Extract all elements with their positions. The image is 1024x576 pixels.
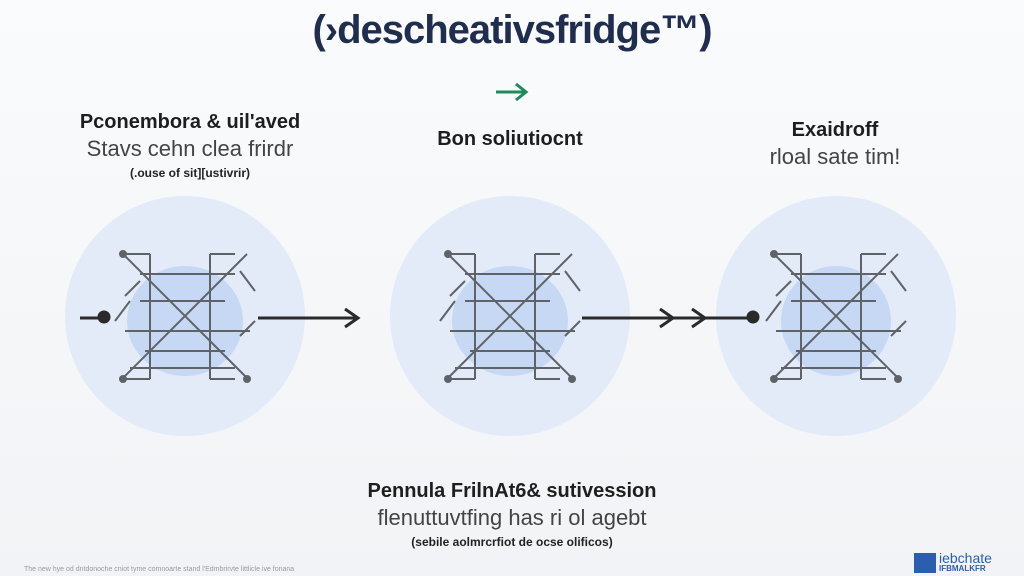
- brand-logo: iebchate IFBMALKFR: [914, 550, 992, 573]
- node-3-subtitle: rloal sate tim!: [769, 144, 901, 169]
- bottom-heading: Pennula FrilnAt6& sutivession: [367, 480, 657, 502]
- node-1-heading: Pconembora & uil'aved: [79, 111, 301, 133]
- bottom-note: (sebile aolmrcrfiot de ocse olificos): [411, 535, 613, 549]
- arrow-2-to-3: [582, 307, 760, 329]
- bottom-subtitle: flenuttuvtfing has ri ol agebt: [377, 505, 647, 530]
- node-3-label: Exaidroff rloal sate tim!: [685, 119, 985, 170]
- node-3-shape: [716, 196, 956, 436]
- input-connector: [80, 310, 111, 324]
- node-1-label: Pconembora & uil'aved Stavs cehn clea fr…: [40, 111, 340, 180]
- node-2-shape: [390, 196, 630, 436]
- arrow-1-to-2: [258, 307, 361, 329]
- logo-icon: [914, 552, 936, 573]
- logo-line-1: iebchate: [939, 550, 992, 566]
- top-accent-arrow: [496, 82, 529, 102]
- node-2-label: Bon soliutiocnt: [360, 128, 660, 151]
- node-1-subtitle: Stavs cehn clea frirdr: [86, 136, 294, 161]
- diagram-title: (›descheativsfridge™): [312, 8, 712, 52]
- node-3-heading: Exaidroff: [791, 119, 879, 141]
- logo-line-2: IFBMALKFR: [939, 564, 986, 573]
- footer-text: The new hye od dntdonoche cniot tyme com…: [24, 566, 295, 573]
- node-2-heading: Bon soliutiocnt: [437, 128, 583, 150]
- node-1-shape: [65, 196, 305, 436]
- bottom-label: Pennula FrilnAt6& sutivession flenuttuvt…: [312, 480, 712, 549]
- node-1-note: (.ouse of sit][ustivrir): [129, 166, 250, 180]
